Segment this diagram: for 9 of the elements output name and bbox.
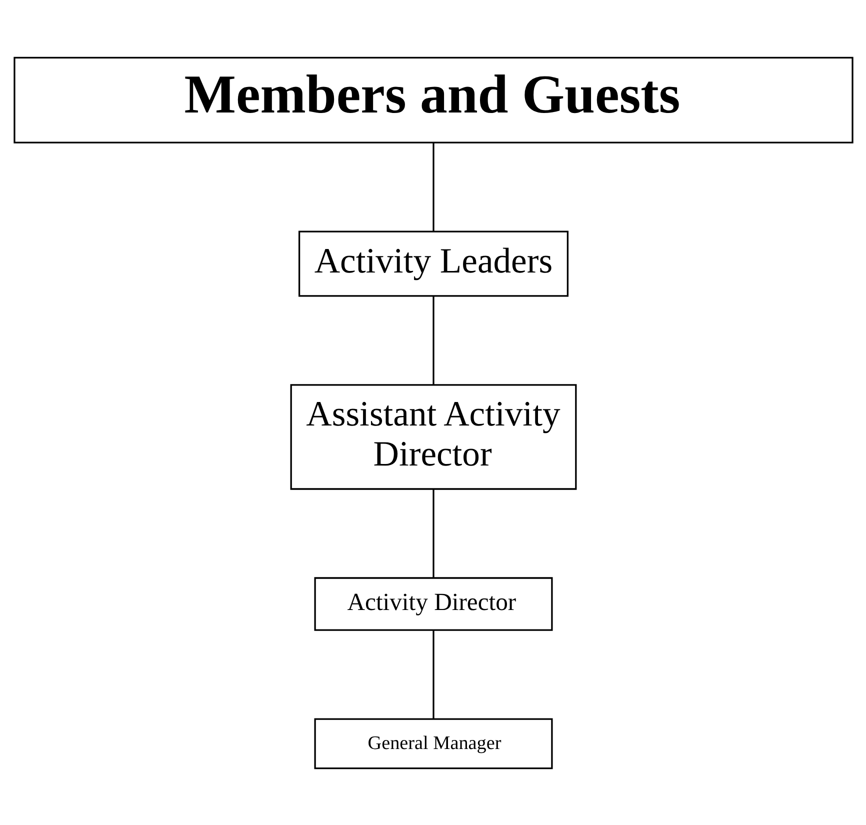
node-box: Activity Director bbox=[314, 576, 552, 630]
connector bbox=[432, 488, 434, 578]
connector bbox=[432, 630, 434, 718]
node-box: Activity Leaders bbox=[298, 230, 568, 296]
node-box: Members and Guests bbox=[13, 56, 853, 143]
node-box: General Manager bbox=[314, 718, 552, 769]
connector bbox=[432, 296, 434, 384]
connector bbox=[432, 142, 434, 231]
node-box: Assistant Activity Director bbox=[290, 384, 576, 490]
